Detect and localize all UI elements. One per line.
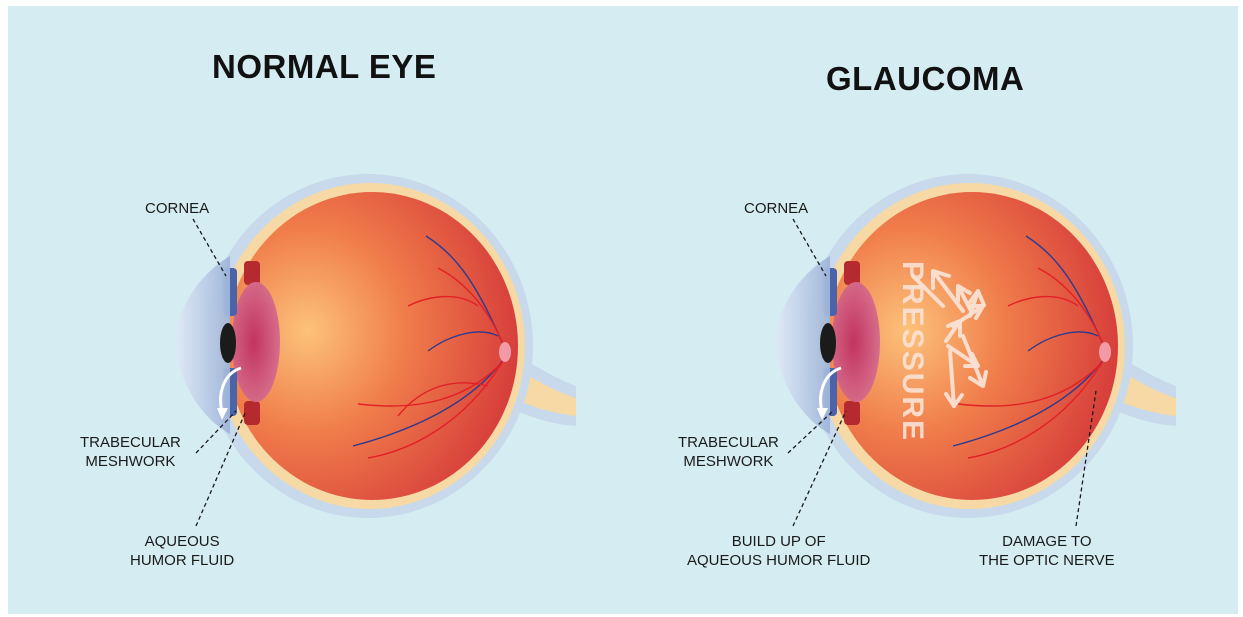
lens: [232, 282, 280, 402]
label-damage-glaucoma: DAMAGE TO THE OPTIC NERVE: [979, 532, 1115, 570]
ciliary-body-top: [244, 261, 260, 285]
label-trabecular-glaucoma: TRABECULAR MESHWORK: [678, 433, 779, 471]
pupil: [820, 323, 836, 363]
title-glaucoma: GLAUCOMA: [826, 60, 1024, 98]
lens: [832, 282, 880, 402]
optic-disc: [499, 342, 511, 362]
label-buildup-glaucoma: BUILD UP OF AQUEOUS HUMOR FLUID: [687, 532, 870, 570]
ciliary-body-bottom: [844, 401, 860, 425]
label-cornea-normal: CORNEA: [145, 199, 209, 218]
glaucoma-eye: PRESSURE: [776, 174, 1176, 518]
pupil: [220, 323, 236, 363]
leader-aqueous-normal: [196, 411, 246, 526]
label-aqueous-normal: AQUEOUS HUMOR FLUID: [130, 532, 234, 570]
optic-disc: [1099, 342, 1111, 362]
ciliary-body-bottom: [244, 401, 260, 425]
label-trabecular-normal: TRABECULAR MESHWORK: [80, 433, 181, 471]
diagram-canvas: PRESSURE NORMAL EYE GLAUCOMA CORNEA TRAB…: [8, 6, 1238, 614]
ciliary-body-top: [844, 261, 860, 285]
title-normal-eye: NORMAL EYE: [212, 48, 436, 86]
label-cornea-glaucoma: CORNEA: [744, 199, 808, 218]
pressure-label: PRESSURE: [896, 261, 929, 442]
eye-illustrations: PRESSURE: [8, 6, 1238, 614]
normal-eye: [176, 174, 576, 518]
leader-buildup-glaucoma: [793, 411, 846, 526]
